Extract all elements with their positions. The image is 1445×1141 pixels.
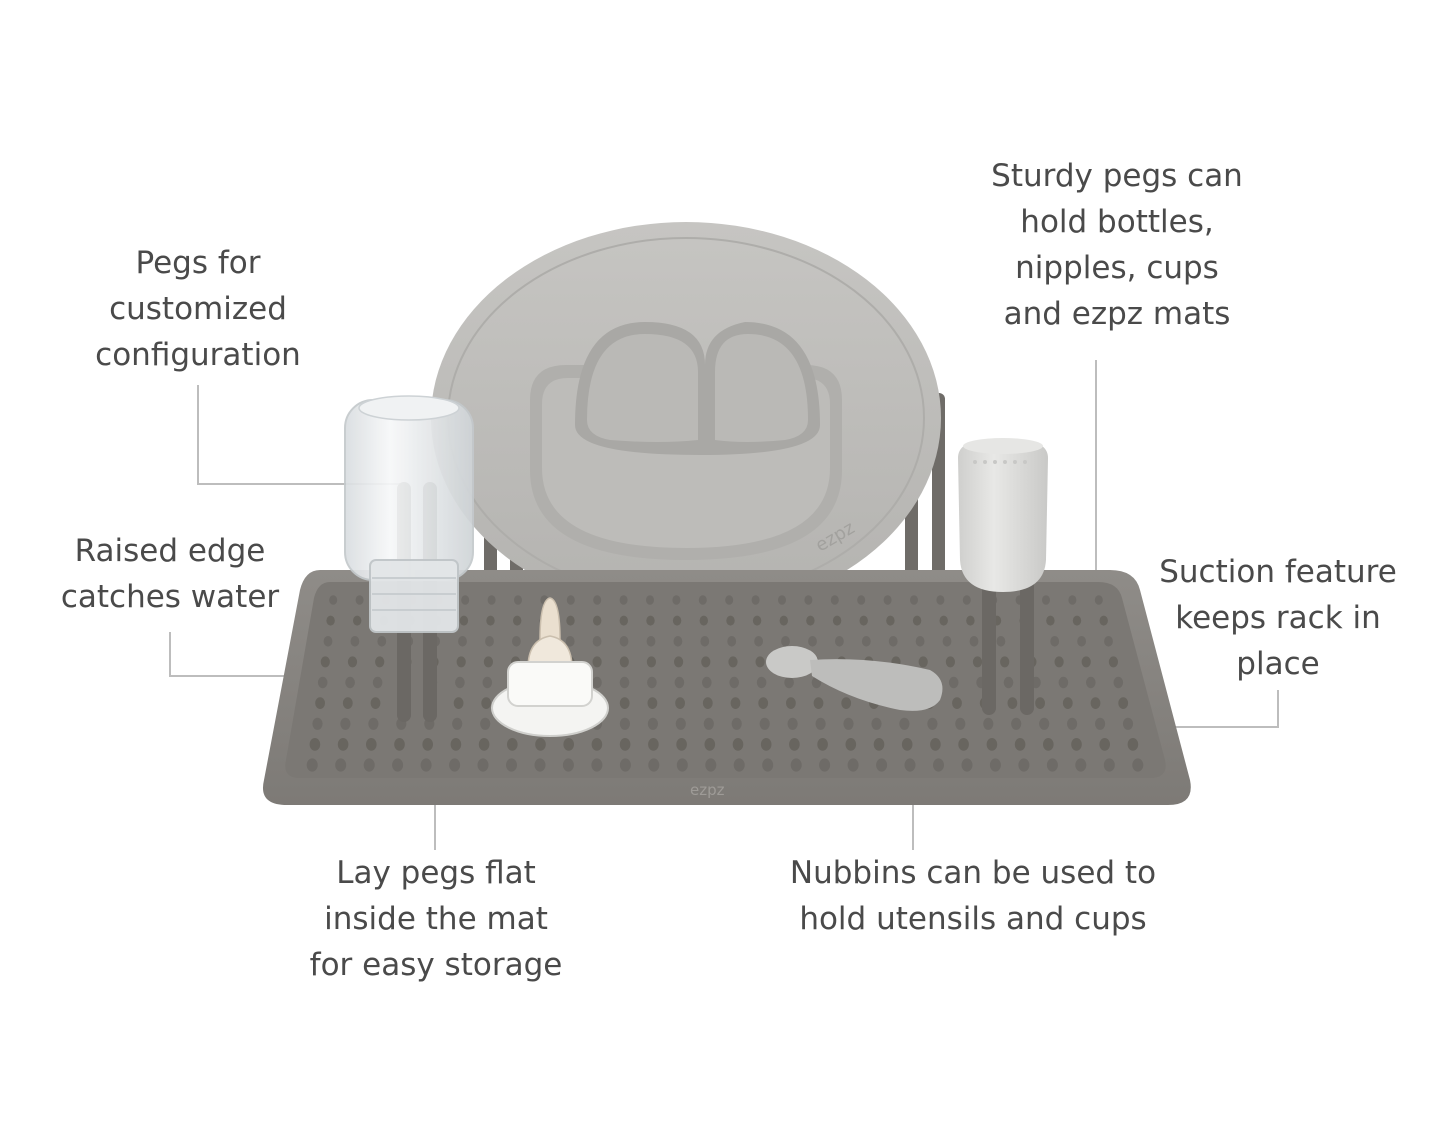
callout-line: keeps rack in [1175, 600, 1381, 636]
glass-bottle [344, 395, 474, 633]
callout-line: hold utensils and cups [799, 901, 1147, 937]
callout-pegs-customized: Pegs for customized configuration [48, 240, 348, 378]
callout-suction: Suction feature keeps rack in place [1128, 549, 1428, 687]
callout-line: Suction feature [1159, 554, 1397, 590]
mat-logo: ezpz [690, 781, 725, 799]
callout-line: Raised edge [74, 533, 266, 569]
callout-line: place [1236, 646, 1320, 682]
cup-dots [973, 460, 1027, 464]
callout-line: Sturdy pegs can [991, 158, 1243, 194]
callout-line: hold bottles, [1020, 204, 1214, 240]
leader-sturdy-pegs [1040, 360, 1097, 593]
callout-line: for easy storage [309, 947, 563, 983]
callout-raised-edge: Raised edge catches water [20, 528, 320, 620]
callout-lay-flat: Lay pegs flat inside the mat for easy st… [266, 850, 606, 988]
silicone-cup [958, 438, 1048, 592]
bottle-nipple [491, 597, 609, 737]
callout-line: Lay pegs flat [336, 855, 536, 891]
callout-line: Nubbins can be used to [789, 855, 1157, 891]
callout-line: and ezpz mats [1003, 296, 1231, 332]
callout-nubbins: Nubbins can be used to hold utensils and… [748, 850, 1198, 942]
callout-line: Pegs for [135, 245, 261, 281]
drying-mat: ezpz [262, 570, 1191, 805]
callout-line: nipples, cups [1015, 250, 1219, 286]
callout-line: catches water [60, 579, 280, 615]
leader-pegs-custom [197, 385, 400, 485]
baby-spoon [766, 646, 943, 711]
leader-suction [1156, 690, 1279, 728]
ezpz-plate: ezpz [431, 222, 941, 614]
leader-raised-edge [169, 632, 305, 677]
callout-line: customized [109, 291, 287, 327]
callout-line: configuration [95, 337, 301, 373]
callout-sturdy-pegs: Sturdy pegs can hold bottles, nipples, c… [952, 153, 1282, 337]
right-pegs [982, 555, 1034, 715]
callout-line: inside the mat [324, 901, 548, 937]
